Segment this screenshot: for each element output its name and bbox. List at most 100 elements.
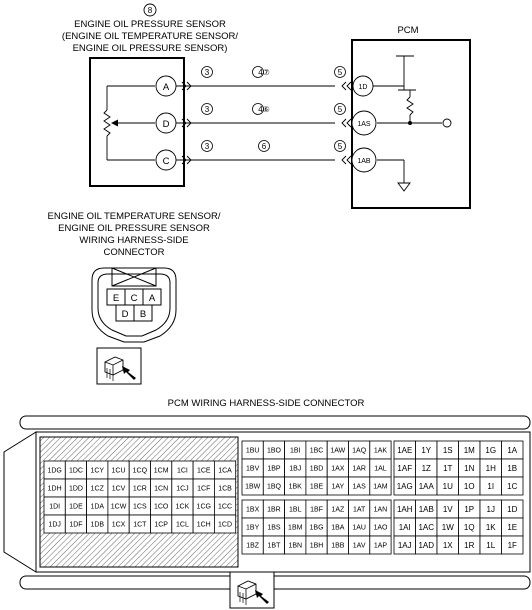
- connector-pin-label: 1J: [487, 505, 495, 514]
- connector-pin-label: 1CC: [218, 504, 232, 511]
- connector-pin-label: 1CK: [176, 504, 190, 511]
- connector-pin-label: 1CM: [154, 468, 169, 475]
- connector-pin-label: 1CF: [197, 486, 210, 493]
- pcm-junction-dot: [408, 121, 412, 125]
- connector-pin-label: 1DG: [47, 468, 61, 475]
- connector-pin-cell: [501, 535, 524, 555]
- connector-pin-label: 1K: [486, 523, 496, 532]
- connector-pin-label: 1BL: [289, 507, 302, 514]
- connector-pin-cell: [369, 535, 392, 555]
- connector-pin-label: 1AP: [374, 543, 388, 550]
- connector-pin-label: 1BV: [246, 466, 260, 473]
- connector-pin-label: 1BN: [288, 543, 302, 550]
- sensor-connector-title-line-3: WIRING HARNESS-SIDE: [79, 235, 188, 246]
- connector-pin-label: 1G: [485, 446, 496, 455]
- connector-pin-label: 1AJ: [398, 541, 412, 550]
- connector-pin-label: 1AT: [353, 507, 366, 514]
- wire-2-mid-callout-label: 4⑥: [258, 105, 270, 114]
- connector-pin-label: 1N: [464, 464, 474, 473]
- connector-pin-label: 1V: [443, 505, 453, 514]
- sensor-connector-title-line-1: ENGINE OIL TEMPERATURE SENSOR/: [48, 211, 221, 222]
- svg-text:3: 3: [205, 105, 210, 114]
- connector-pin-cell: [213, 514, 237, 534]
- sensor-title-line-3: ENGINE OIL PRESSURE SENSOR): [73, 43, 228, 54]
- svg-text:5: 5: [338, 68, 343, 77]
- pcm-terminal-1as: 1AS: [351, 110, 377, 136]
- connector-pin-label: 1BB: [331, 543, 345, 550]
- connector-pin-label: 1AN: [374, 507, 388, 514]
- connector-pin-label: 1D: [507, 505, 517, 514]
- connector-pin-label: 1CE: [197, 468, 211, 475]
- wire-2-left-callout: 3: [201, 103, 213, 115]
- view-direction-icon: [96, 347, 142, 385]
- connector-pin-label: 1B: [507, 464, 517, 473]
- connector-pin-label: 1AS: [353, 484, 367, 491]
- pcm-connector-body: [3, 415, 531, 590]
- view-direction-icon-pcm: [229, 571, 275, 609]
- sensor-terminal-c-label: C: [163, 156, 170, 167]
- svg-text:5: 5: [338, 105, 343, 114]
- connector-pin-label: 1BW: [245, 484, 261, 491]
- connector-pin-label: 1CV: [112, 486, 126, 493]
- connector-pin-label: 1BU: [246, 448, 260, 455]
- connector-pin-label: 1CT: [133, 522, 147, 529]
- sensor-connector-pin-c: C: [131, 293, 138, 304]
- sensor-connector-pin-a: A: [149, 293, 156, 304]
- connector-pin-label: 1BI: [290, 448, 301, 455]
- sensor-connector-pin-b: B: [140, 309, 146, 320]
- connector-pin-label: 1BF: [310, 507, 323, 514]
- connector-pin-label: 1BO: [267, 448, 282, 455]
- sensor-connector-title-line-2: ENGINE OIL PRESSURE SENSOR: [58, 223, 210, 234]
- connector-pin-label: 1A: [507, 446, 517, 455]
- connector-pin-label: 1CO: [154, 504, 169, 511]
- connector-pin-label: 1AD: [418, 541, 434, 550]
- pcm-terminal-1ab-label: 1AB: [357, 158, 371, 165]
- pcm-internal-circuit: [396, 55, 452, 183]
- connector-pin-label: 1AW: [330, 448, 345, 455]
- connector-pin-label: 1AX: [331, 466, 345, 473]
- connector-pin-label: 1BK: [289, 484, 303, 491]
- sensor-terminal-a-label: A: [163, 82, 170, 93]
- connector-pin-label: 1BY: [246, 525, 260, 532]
- connector-pin-label: 1CG: [197, 504, 211, 511]
- connector-pin-label: 1BD: [310, 466, 324, 473]
- connector-pin-label: 1BM: [288, 525, 303, 532]
- connector-pin-label: 1AG: [397, 482, 413, 491]
- connector-pin-label: 1CQ: [133, 468, 148, 475]
- connector-pin-label: 1R: [464, 541, 474, 550]
- sensor-callout: 8: [143, 3, 157, 17]
- svg-text:5: 5: [338, 142, 343, 151]
- pcm-title: PCM: [397, 25, 418, 36]
- pcm-terminal-1d-label: 1D: [359, 84, 368, 91]
- pcm-terminal-1as-label: 1AS: [357, 121, 371, 128]
- connector-pin-label: 1T: [443, 464, 452, 473]
- connector-pin-label: 1AU: [352, 525, 366, 532]
- sensor-terminal-d-label: D: [163, 119, 170, 130]
- connector-pin-label: 1BP: [267, 466, 281, 473]
- sensor-box: [89, 57, 185, 187]
- wire-1-mid-callout-label: 4⑦: [258, 68, 270, 77]
- connector-pin-label: 1CU: [112, 468, 126, 475]
- connector-pin-label: 1CA: [218, 468, 232, 475]
- connector-pin-label: 1S: [443, 446, 453, 455]
- sensor-terminal-a: A: [155, 75, 177, 97]
- connector-pin-label: 1DA: [90, 504, 104, 511]
- connector-pin-label: 1AK: [374, 448, 388, 455]
- connector-pin-label: 1BZ: [246, 543, 260, 550]
- pcm-terminal-1d: 1D: [352, 75, 374, 97]
- connector-pin-label: 1Y: [421, 446, 431, 455]
- connector-pin-label: 1BR: [267, 507, 281, 514]
- connector-pin-label: 1P: [464, 505, 474, 514]
- connector-pin-label: 1BG: [310, 525, 324, 532]
- connector-pin-label: 1AA: [419, 482, 435, 491]
- svg-text:6: 6: [262, 142, 267, 151]
- connector-pin-label: 1BX: [246, 507, 260, 514]
- connector-pin-label: 1H: [486, 464, 496, 473]
- sensor-terminal-c: C: [155, 149, 177, 171]
- connector-pin-label: 1M: [464, 446, 475, 455]
- connector-pin-label: 1CX: [112, 522, 126, 529]
- connector-pin-label: 1DJ: [48, 522, 60, 529]
- connector-pin-label: 1X: [443, 541, 453, 550]
- connector-pin-label: 1AF: [397, 464, 412, 473]
